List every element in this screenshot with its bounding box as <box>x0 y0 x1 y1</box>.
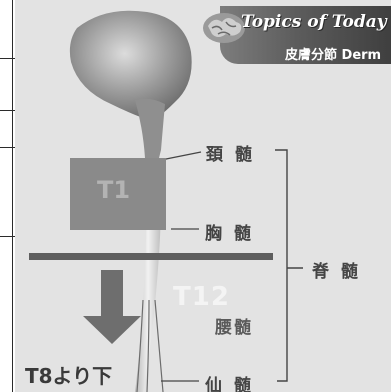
arrow-shaft <box>101 270 123 316</box>
brain-shape <box>69 10 192 118</box>
banner-subtitle: 皮膚分節 Derm <box>285 48 382 63</box>
t1-label: T1 <box>97 176 131 204</box>
table-rule <box>0 147 15 148</box>
cervical-leader <box>160 151 202 161</box>
t12-label: T12 <box>173 282 230 312</box>
nerve-lines <box>136 299 164 392</box>
below-t8-note: T8より下 <box>25 364 113 388</box>
brainstem-shape <box>135 98 165 158</box>
table-rule <box>0 236 15 237</box>
brain-icon <box>203 13 245 43</box>
spinal-cord-figure: Topics of Today 皮膚分節 Derm <box>15 0 391 392</box>
banner-title: Topics of Today <box>241 12 387 32</box>
table-edge <box>12 0 13 392</box>
lumbar-label: 腰髄 <box>215 318 253 338</box>
divider-bar <box>29 253 273 260</box>
thoracic-label: 胸 髄 <box>205 224 254 244</box>
table-rule <box>0 110 15 111</box>
sacral-label: 仙 髄 <box>205 376 254 392</box>
table-rule <box>0 58 15 59</box>
left-panel <box>0 0 15 392</box>
cervical-label: 頚 髄 <box>206 145 255 165</box>
spinal-cord-bracket <box>275 149 303 382</box>
t1-marker <box>70 158 166 230</box>
topic-banner <box>220 6 391 64</box>
spinal-cord-label: 脊 髄 <box>312 262 361 282</box>
arrow-head <box>83 316 141 344</box>
